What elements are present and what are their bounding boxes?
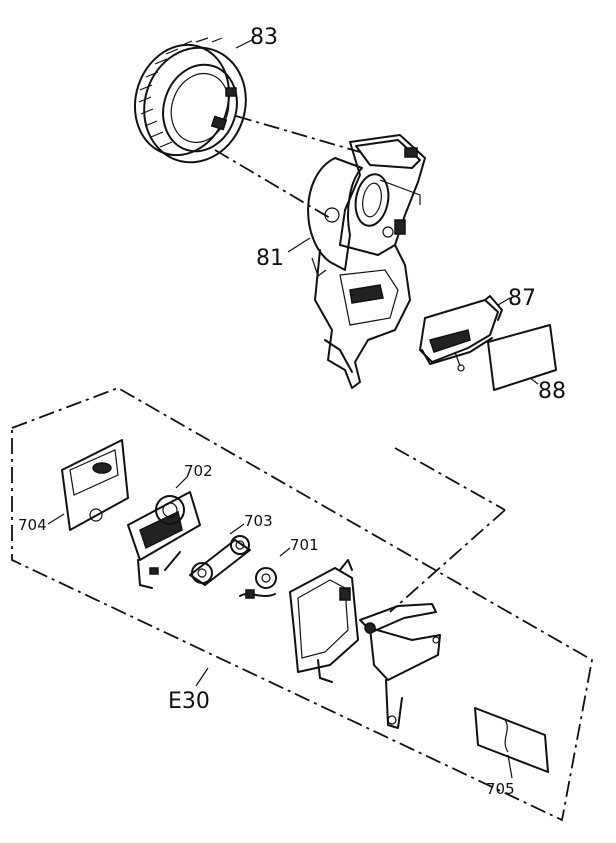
lever-arm <box>359 603 441 729</box>
part-88-plate <box>487 324 557 391</box>
leader-e30 <box>195 667 209 687</box>
part-705-sticker <box>474 707 549 773</box>
part-87-bracket <box>419 295 503 372</box>
axis-body-to-assembly <box>394 447 506 511</box>
part-704-plate <box>61 439 129 531</box>
leader-701 <box>279 547 291 557</box>
label-701: 701 <box>290 536 319 554</box>
leader-704 <box>47 513 65 525</box>
part-81-housing <box>307 134 426 389</box>
label-704: 704 <box>18 516 47 534</box>
label-702: 702 <box>184 462 213 480</box>
axis-assembly-inner <box>389 509 506 613</box>
label-87: 87 <box>508 286 536 311</box>
leader-81 <box>287 237 311 253</box>
leader-703 <box>229 523 245 535</box>
leader-88 <box>529 377 539 385</box>
part-701-gear <box>239 567 277 599</box>
label-88: 88 <box>538 379 566 404</box>
part-83-ring <box>133 37 247 164</box>
axis-ring-to-body <box>235 115 361 153</box>
label-81: 81 <box>256 246 284 271</box>
leader-83 <box>235 39 253 49</box>
leader-705 <box>507 754 513 779</box>
mechanism-frame <box>289 559 359 683</box>
assembly-e30-boundary <box>11 387 594 822</box>
axis-ring-to-body-2 <box>214 149 331 219</box>
label-703: 703 <box>244 512 273 530</box>
label-705: 705 <box>486 780 515 798</box>
leader-87 <box>497 297 511 306</box>
label-83: 83 <box>250 25 278 50</box>
part-702-gearplate <box>127 491 201 589</box>
leader-702 <box>175 475 189 489</box>
label-e30: E30 <box>168 689 210 714</box>
part-703-link <box>189 535 251 586</box>
